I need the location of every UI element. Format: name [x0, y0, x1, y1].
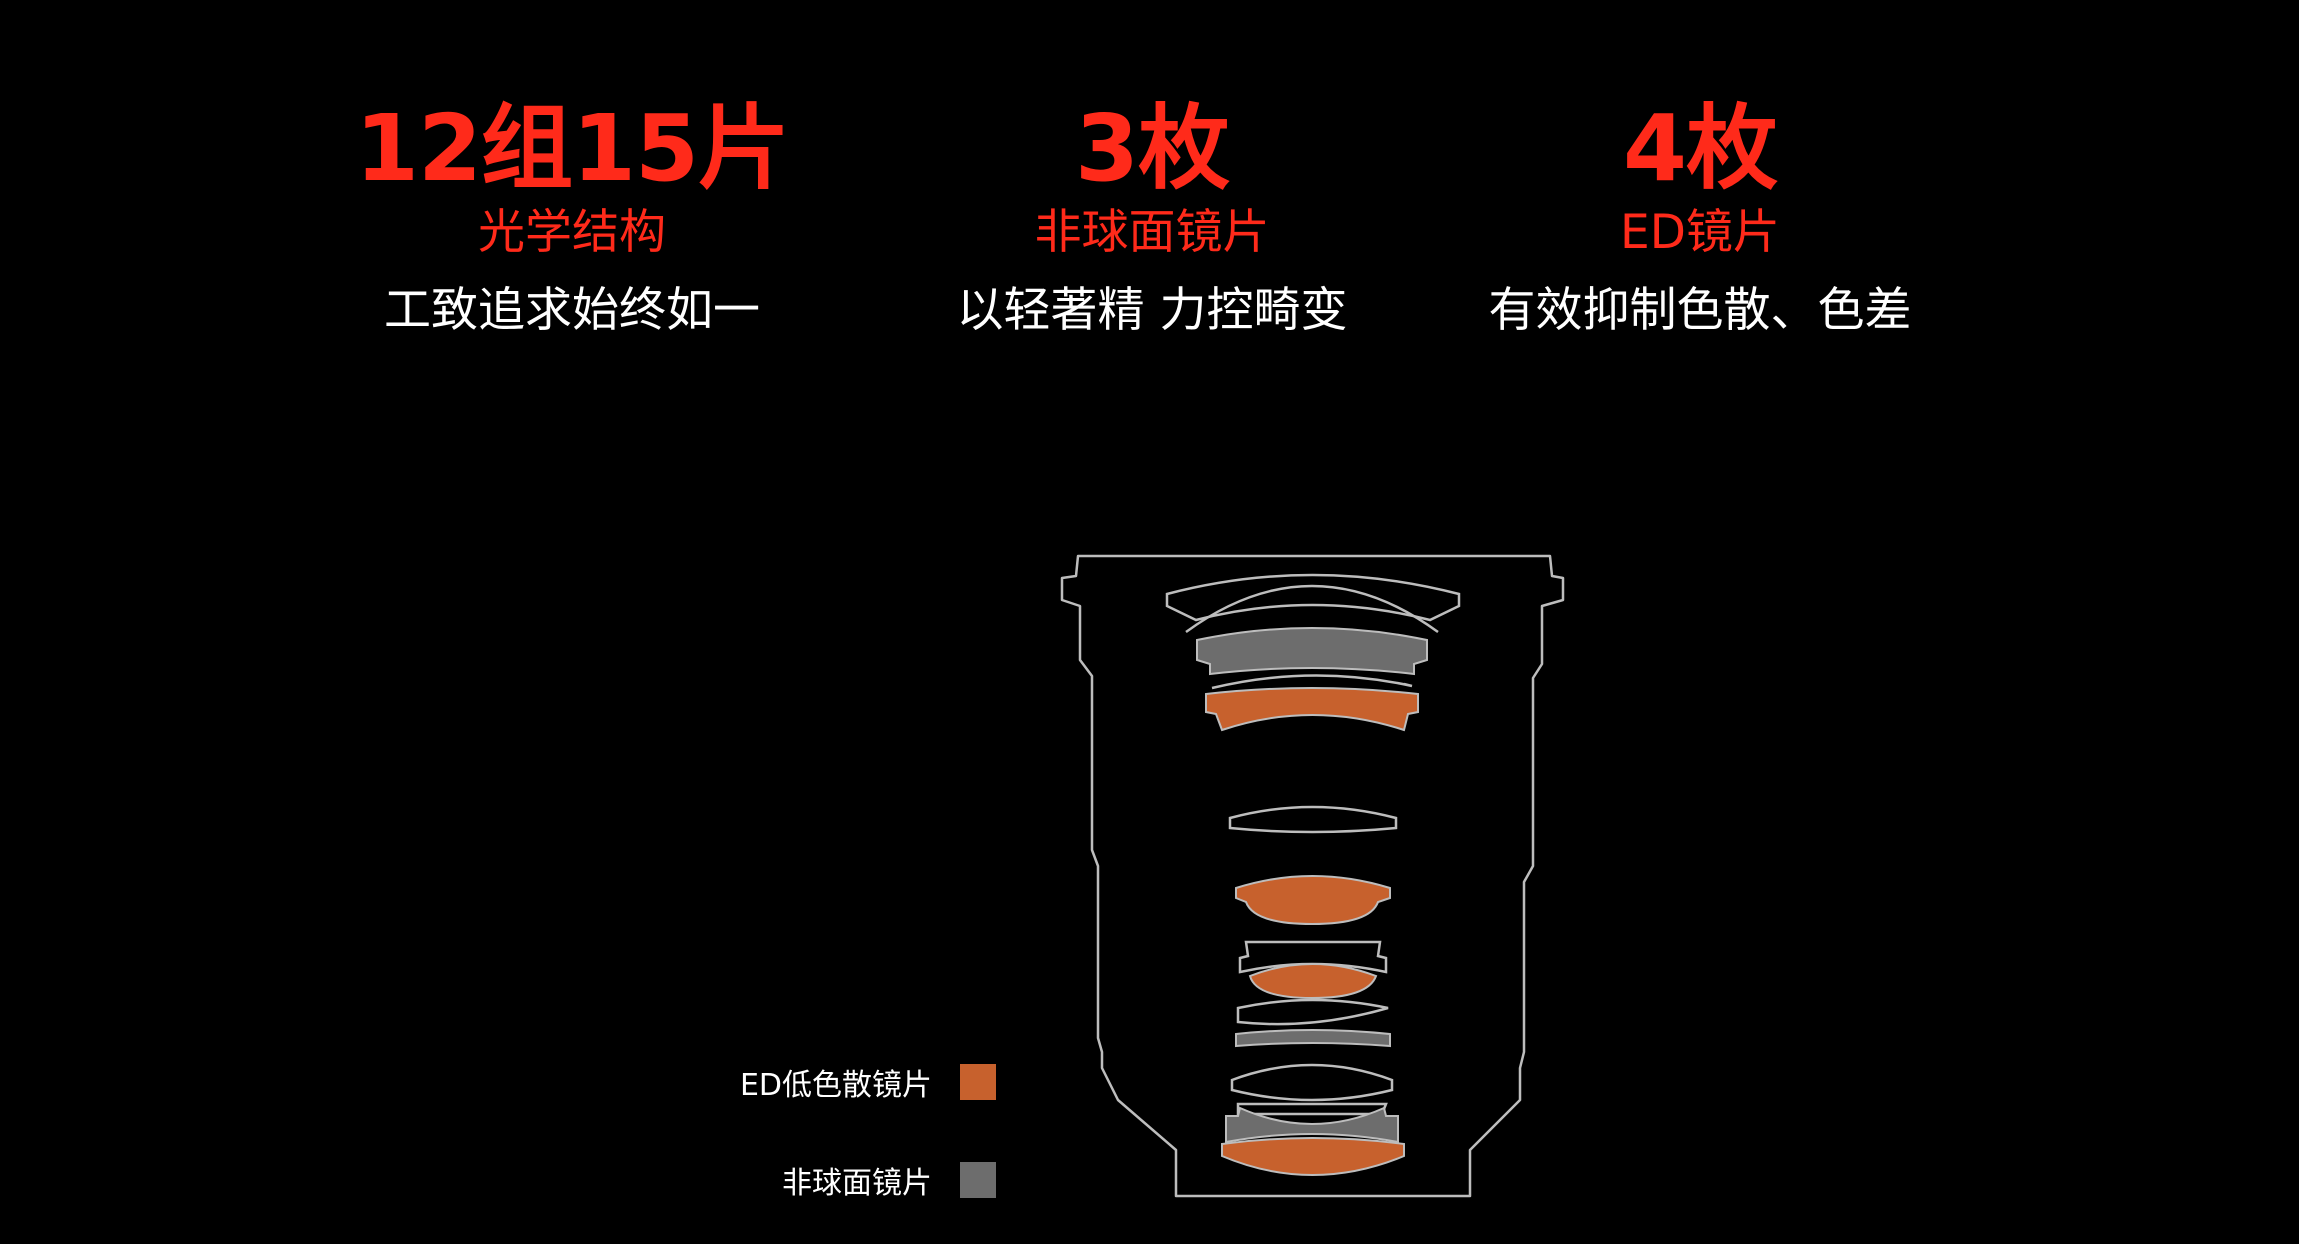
legend-label: 非球面镜片: [782, 1166, 932, 1201]
aspherical-lens-1: [1196, 627, 1428, 676]
lens-element-2: [1185, 584, 1439, 634]
stat-label: 光学结构: [478, 205, 666, 260]
legend-swatch-ed: [960, 1064, 996, 1100]
ed-lens-3: [1248, 963, 1378, 1000]
stat-value: 12组15片: [354, 95, 790, 202]
stat-description: 有效抑制色散、色差: [1488, 283, 1912, 338]
lens-element-8: [1236, 1102, 1388, 1116]
stat-description: 工致追求始终如一: [384, 283, 760, 338]
legend-aspherical-lens: 非球面镜片: [700, 1160, 996, 1201]
legend-ed-lens: ED低色散镜片: [700, 1062, 996, 1103]
aspherical-lens-2: [1235, 1029, 1391, 1048]
ed-lens-2: [1235, 875, 1391, 926]
lens-barrel-outline: [1060, 554, 1565, 1198]
stat-optical-structure: 12组15片 光学结构 工致追求始终如一: [252, 95, 892, 341]
stat-description: 以轻著精 力控畸变: [956, 283, 1348, 338]
stat-aspherical-lenses: 3枚 非球面镜片 以轻著精 力控畸变: [832, 95, 1472, 341]
lens-element-3: [1211, 674, 1413, 690]
legend-label: ED低色散镜片: [739, 1068, 932, 1103]
stat-label: ED镜片: [1620, 205, 1780, 260]
lens-element-1: [1165, 573, 1461, 622]
aspherical-lens-3: [1225, 1106, 1399, 1144]
lens-element-6: [1236, 998, 1389, 1026]
lens-element-7: [1230, 1063, 1394, 1102]
lens-group-front: [1165, 573, 1461, 732]
lens-group-rear: [1221, 1063, 1405, 1176]
stat-value: 3枚: [1074, 95, 1230, 202]
stat-ed-lenses: 4枚 ED镜片 有效抑制色散、色差: [1380, 95, 2020, 341]
lens-element-4: [1228, 805, 1398, 834]
stat-value: 4枚: [1622, 95, 1778, 202]
lens-group-middle: [1228, 805, 1398, 1048]
legend-swatch-aspherical: [960, 1162, 996, 1198]
stat-label: 非球面镜片: [1034, 205, 1270, 260]
ed-lens-4: [1221, 1137, 1405, 1176]
ed-lens-1: [1205, 687, 1419, 732]
